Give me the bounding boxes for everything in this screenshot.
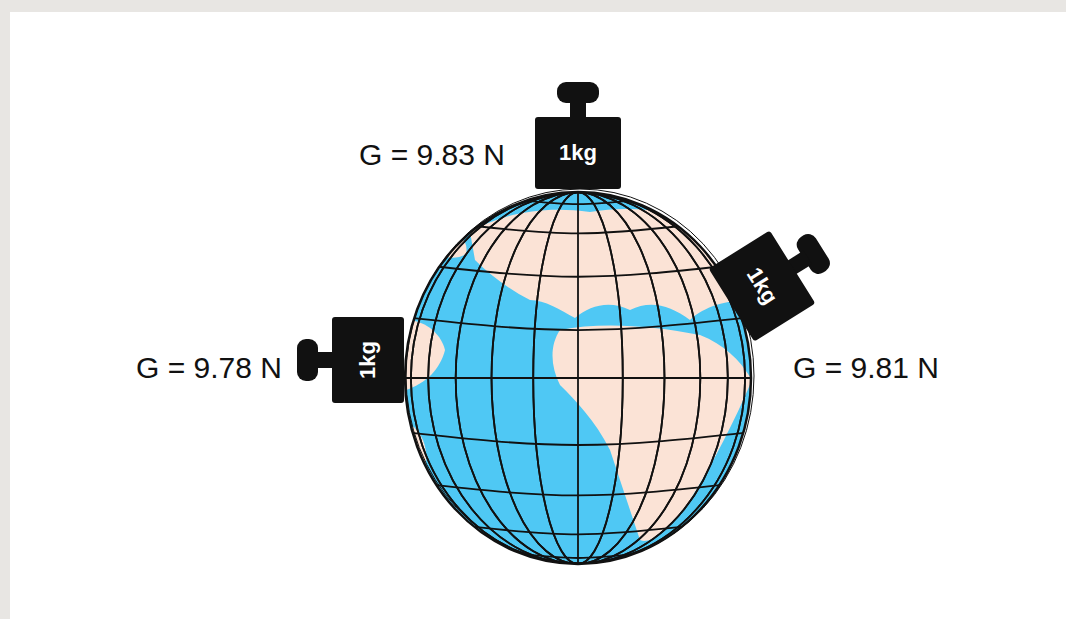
parallel bbox=[434, 485, 722, 496]
weight-force-label: G = 9.78 N bbox=[136, 353, 282, 383]
weight-body: 1kg bbox=[332, 317, 404, 403]
weight-body-shape bbox=[332, 317, 404, 403]
weight-shape bbox=[535, 79, 621, 189]
knob-neck bbox=[314, 352, 334, 368]
parallel bbox=[521, 200, 636, 204]
equator bbox=[405, 377, 751, 379]
weight-body: 1kg bbox=[535, 117, 621, 189]
mass-label: 1kg bbox=[559, 142, 597, 164]
mass-label: 1kg bbox=[743, 264, 782, 308]
weight-force-label: G = 9.83 N bbox=[359, 140, 505, 170]
knob-neck bbox=[570, 99, 586, 119]
weight-force-label: G = 9.81 N bbox=[793, 353, 939, 383]
weight-block: 1kg bbox=[294, 317, 404, 403]
parallel bbox=[409, 318, 746, 330]
weight-shape bbox=[709, 210, 848, 341]
weight-block: 1kg bbox=[535, 79, 621, 189]
parallel bbox=[472, 226, 683, 234]
weight-body-shape bbox=[709, 230, 816, 341]
parallel bbox=[472, 527, 683, 535]
globe-outline-sketch bbox=[406, 189, 754, 563]
parallel bbox=[434, 266, 722, 277]
weight-body-shape bbox=[535, 117, 621, 189]
continents bbox=[400, 209, 752, 541]
mass-label: 1kg bbox=[357, 341, 379, 379]
weight-block: 1kg bbox=[709, 210, 848, 341]
parallel bbox=[409, 433, 746, 445]
weight-shape bbox=[294, 317, 404, 403]
